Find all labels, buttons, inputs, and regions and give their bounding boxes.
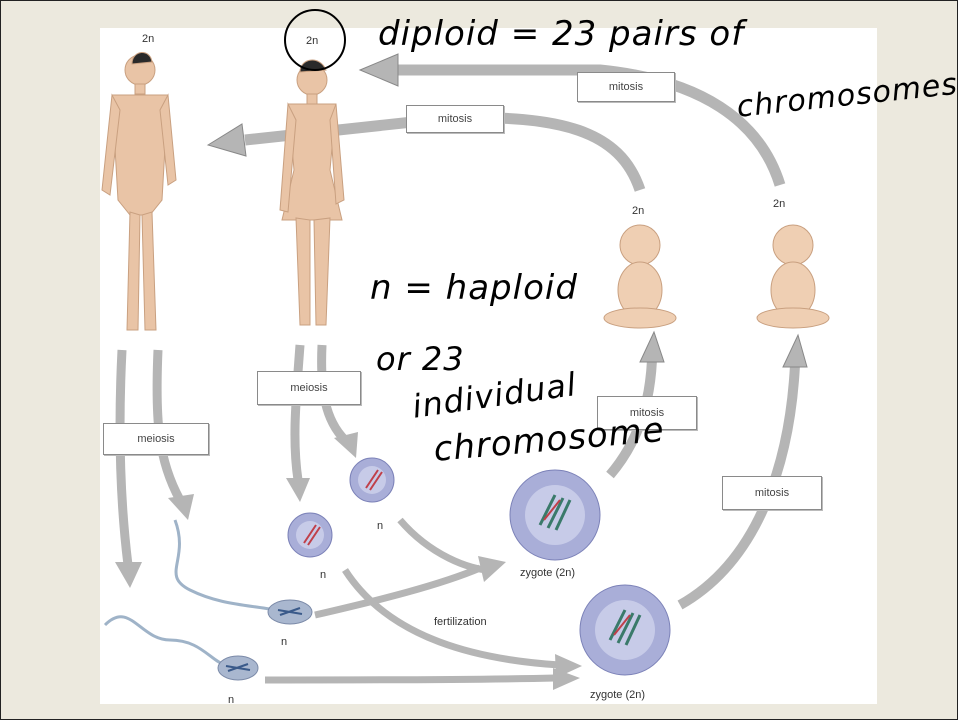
mitosis-label-second: mitosis — [406, 105, 504, 133]
arrowhead-meiosis-l1 — [115, 562, 142, 588]
ploidy-label-woman: 2n — [306, 35, 318, 47]
ploidy-label-man: 2n — [142, 33, 154, 45]
arrowhead-baby2 — [783, 335, 807, 367]
meiosis-arrows-left — [120, 350, 180, 565]
zygote-label-1: zygote (2n) — [520, 567, 575, 579]
arrowhead-baby1 — [640, 332, 664, 362]
baby-figure-1 — [604, 225, 676, 328]
egg-label-2: n — [320, 569, 326, 581]
arrowhead-fert1 — [478, 556, 506, 582]
man-figure — [102, 52, 176, 330]
sperm-label-1: n — [281, 636, 287, 648]
mitosis-label-right: mitosis — [722, 476, 822, 510]
woman-figure — [280, 60, 344, 325]
zygote-label-2: zygote (2n) — [590, 689, 645, 701]
egg-cell-2 — [288, 513, 332, 557]
handwriting-line3: n = haploid — [370, 268, 578, 308]
arrowhead-meiosis-l2 — [168, 494, 194, 520]
meiosis-label-left: meiosis — [103, 423, 209, 455]
arrowhead-second — [208, 124, 246, 156]
egg-label-1: n — [377, 520, 383, 532]
meiosis-label-center: meiosis — [257, 371, 361, 405]
handwriting-line1: diploid = 23 pairs of — [378, 14, 744, 54]
sperm-label-2: n — [228, 694, 234, 706]
zygote-1 — [510, 470, 600, 560]
arrowhead-meiosis-c1 — [286, 478, 310, 502]
fertilization-label: fertilization — [434, 616, 487, 628]
arrowhead-top — [360, 54, 398, 86]
mitosis-label-top: mitosis — [577, 72, 675, 102]
meiosis-arrows-center — [295, 345, 345, 480]
zygote-2 — [580, 585, 670, 675]
sperm-2 — [105, 617, 258, 680]
egg-cell-1 — [350, 458, 394, 502]
ploidy-label-baby1: 2n — [632, 205, 644, 217]
baby-figure-2 — [757, 225, 829, 328]
ploidy-label-baby2: 2n — [773, 198, 785, 210]
handwriting-line4: or 23 — [376, 340, 465, 378]
